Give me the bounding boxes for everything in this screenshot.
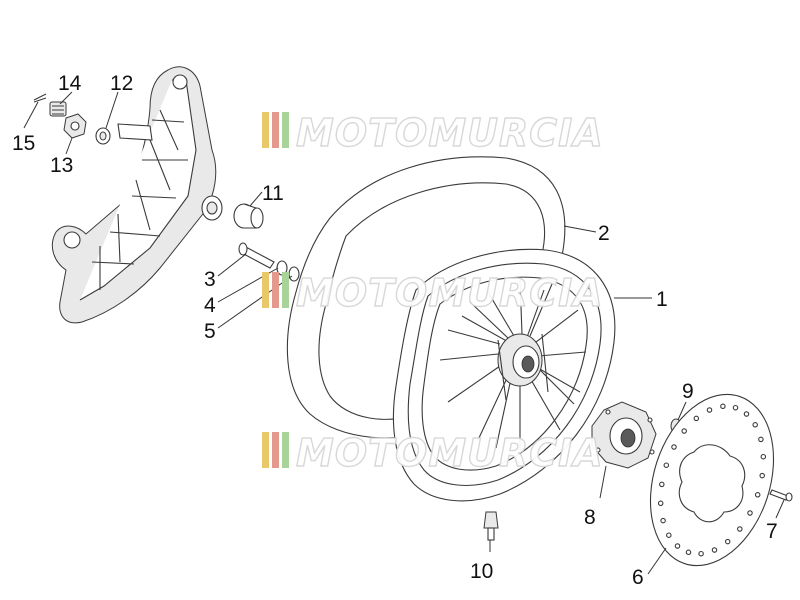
bearing <box>233 203 264 229</box>
disc-hole <box>747 510 753 516</box>
cage-nut-14 <box>49 101 67 117</box>
disc-hole <box>685 549 692 556</box>
callout-2: 2 <box>598 222 610 245</box>
callout-12: 12 <box>110 72 133 95</box>
wm-stripe-green <box>282 112 289 148</box>
disc-hole <box>743 411 750 417</box>
disc-hole <box>711 547 718 553</box>
callout-9: 9 <box>682 380 694 403</box>
axle-bolt <box>238 242 275 269</box>
wm-stripe-yellow <box>262 272 269 308</box>
wm-stripe-red <box>272 432 279 468</box>
disc-hole <box>698 550 704 557</box>
callout-13: 13 <box>50 154 73 177</box>
swingarm-bracket <box>51 66 223 324</box>
disc-hole <box>720 403 726 410</box>
watermark-text: MOTOMURCIA <box>296 431 604 475</box>
disc-hole <box>724 538 731 545</box>
disc-hole <box>760 453 767 460</box>
callout-14: 14 <box>58 72 82 95</box>
wm-stripe-green <box>282 432 289 468</box>
leader-lines <box>23 91 785 575</box>
callout-6: 6 <box>632 566 644 589</box>
watermark-top: MOTOMURCIA <box>262 110 604 156</box>
disc-hole <box>671 444 677 450</box>
callout-8: 8 <box>584 506 596 529</box>
tyre-valve <box>483 511 499 541</box>
nut-13 <box>63 113 87 139</box>
callout-labels: 1 2 3 4 5 6 7 8 9 10 11 12 13 14 15 <box>12 72 778 589</box>
callout-7: 7 <box>766 520 778 543</box>
watermark-text: MOTOMURCIA <box>296 271 604 315</box>
disc-hole <box>706 407 713 413</box>
disc-hole <box>660 517 666 524</box>
callout-15: 15 <box>12 132 35 155</box>
disc-hole <box>663 462 670 468</box>
callout-5: 5 <box>204 320 216 343</box>
wm-stripe-red <box>272 112 279 148</box>
disc-hole <box>666 532 672 538</box>
disc-hole <box>659 481 665 488</box>
callout-1: 1 <box>656 288 668 311</box>
disc-hole <box>681 428 687 434</box>
callout-3: 3 <box>204 268 216 291</box>
callout-11: 11 <box>262 182 284 205</box>
disc-hole <box>693 415 700 422</box>
callout-4: 4 <box>204 294 216 317</box>
disc-hole <box>732 404 739 411</box>
disc-carrier <box>591 401 657 469</box>
watermark-middle: MOTOMURCIA <box>262 270 604 316</box>
wm-stripe-red <box>272 272 279 308</box>
disc-hole <box>752 422 758 428</box>
spacer-12 <box>95 127 111 145</box>
watermark-bottom: MOTOMURCIA <box>262 430 604 476</box>
disc-hole <box>754 492 761 498</box>
callout-10: 10 <box>470 560 493 583</box>
watermark-text: MOTOMURCIA <box>296 111 604 155</box>
wm-stripe-green <box>282 272 289 308</box>
cotter-pin-15 <box>33 93 47 103</box>
disc-hole <box>657 500 664 507</box>
disc-hole <box>674 543 681 549</box>
disc-hole <box>758 436 764 443</box>
disc-bolt <box>769 489 793 502</box>
brake-disc <box>649 393 775 567</box>
wm-stripe-yellow <box>262 112 269 148</box>
disc-hole <box>737 526 743 532</box>
wm-stripe-yellow <box>262 432 269 468</box>
disc-hole <box>759 472 765 479</box>
rim <box>392 248 616 502</box>
